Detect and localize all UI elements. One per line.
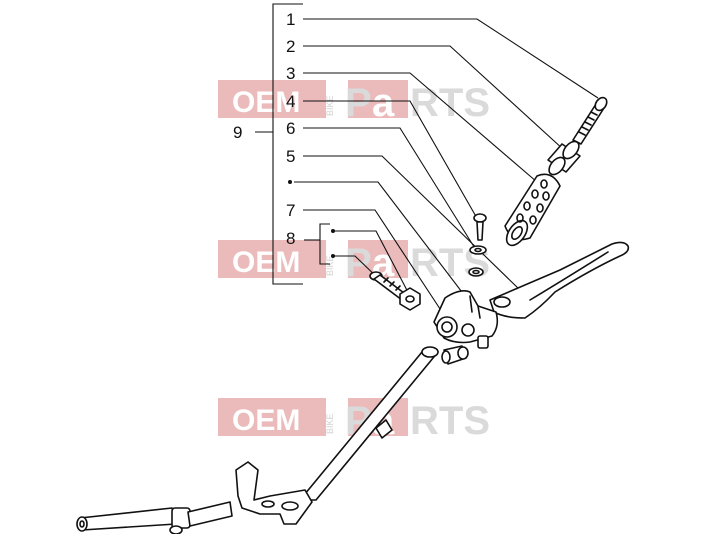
watermark-oem-text: OEM xyxy=(232,86,300,119)
part-banjo-fitting xyxy=(441,345,469,365)
part-rear-brake-line xyxy=(76,501,233,534)
callout-6: 6 xyxy=(286,119,295,138)
watermark-oem-text: OEM xyxy=(232,404,300,437)
leader-lines xyxy=(294,18,599,319)
part-spacer xyxy=(468,267,484,277)
part-brake-hose xyxy=(299,346,439,501)
callout-4: 4 xyxy=(286,92,295,111)
part-master-cylinder xyxy=(433,290,499,349)
watermark-p-text: P xyxy=(345,81,372,125)
callout-3: 3 xyxy=(286,64,295,83)
callout-5: 5 xyxy=(286,147,295,166)
watermark-bike-text: BIKE xyxy=(325,413,335,434)
watermark-red-block-2 xyxy=(348,80,408,118)
part-hand-grip xyxy=(504,173,561,247)
watermark-red-block xyxy=(218,240,326,278)
callout-2: 2 xyxy=(286,37,295,56)
watermark-oem-text: OEM xyxy=(232,246,300,279)
part-nut xyxy=(399,287,421,311)
watermark-p-text: P xyxy=(345,241,372,285)
callout-9: 9 xyxy=(233,123,242,142)
part-sleeve xyxy=(547,140,581,176)
callout-1: 1 xyxy=(286,10,295,29)
watermark-bike-text: BIKE xyxy=(325,95,335,116)
watermark-middle: OEM BIKE P a RTS xyxy=(218,240,490,285)
watermark-red-block xyxy=(218,398,326,436)
watermark-bike-text: BIKE xyxy=(325,255,335,276)
grip-texture xyxy=(516,179,550,225)
part-washer xyxy=(469,245,487,255)
part-bolt xyxy=(572,96,608,145)
part-screw xyxy=(473,213,487,241)
watermark-bottom: OEM BIKE P a RTS xyxy=(218,398,490,443)
assembly-bracket xyxy=(255,3,303,285)
watermark-red-block xyxy=(218,80,326,118)
callout-8: 8 xyxy=(286,229,295,248)
callout-7: 7 xyxy=(286,201,295,220)
part-brake-lever xyxy=(489,241,630,319)
watermark-rts-text: RTS xyxy=(410,399,490,443)
watermark-rts-text: RTS xyxy=(410,81,490,125)
part-lower-bracket xyxy=(235,461,313,525)
watermark-top: OEM BIKE P a RTS xyxy=(218,80,490,125)
callout-dot xyxy=(288,180,292,184)
watermark-a-text: a xyxy=(372,81,395,125)
